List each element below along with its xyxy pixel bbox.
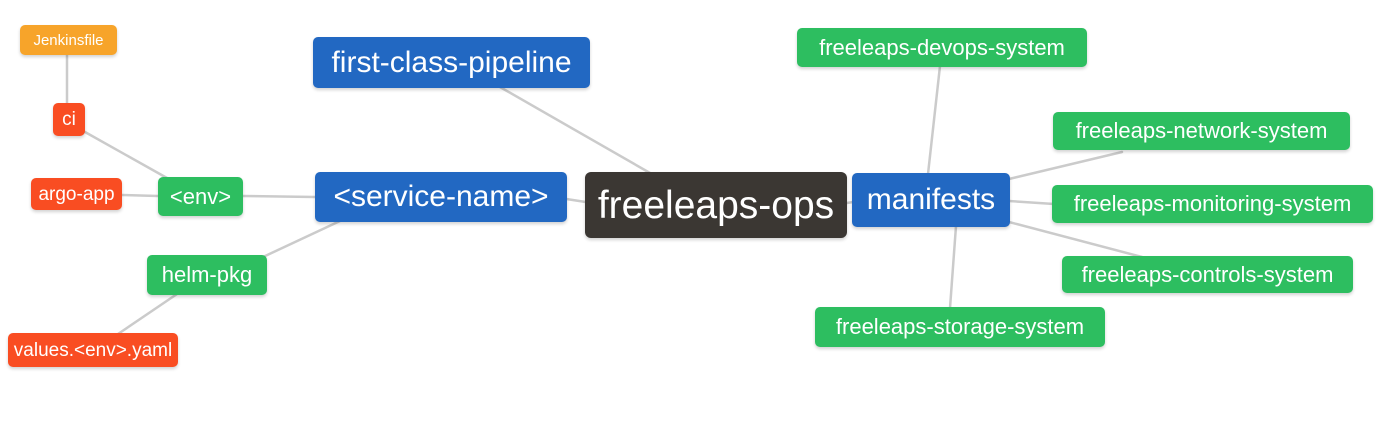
node-freeleaps-controls-system[interactable]: freeleaps-controls-system: [1062, 256, 1353, 293]
node-service-name[interactable]: <service-name>: [315, 172, 567, 222]
edge-helmpkg-values: [116, 292, 179, 336]
node-first-class-pipeline[interactable]: first-class-pipeline: [313, 37, 590, 88]
edge-manifests-network: [1007, 150, 1124, 181]
edge-servicename-helmpkg: [261, 219, 342, 259]
edge-argoapp-env: [120, 193, 160, 198]
edge-manifests-monitoring: [1007, 199, 1056, 206]
node-ci[interactable]: ci: [53, 103, 85, 136]
node-freeleaps-ops-root[interactable]: freeleaps-ops: [585, 172, 847, 238]
node-argo-app[interactable]: argo-app: [31, 178, 122, 210]
node-jenkinsfile[interactable]: Jenkinsfile: [20, 25, 117, 55]
edge-manifests-controls: [1007, 220, 1144, 259]
node-values-env-yaml[interactable]: values.<env>.yaml: [8, 333, 178, 367]
edge-env-servicename: [241, 194, 317, 199]
edge-manifests-storage: [948, 224, 958, 310]
node-manifests[interactable]: manifests: [852, 173, 1010, 227]
node-env[interactable]: <env>: [158, 177, 243, 216]
node-helm-pkg[interactable]: helm-pkg: [147, 255, 267, 295]
node-freeleaps-network-system[interactable]: freeleaps-network-system: [1053, 112, 1350, 150]
edge-manifests-devops: [926, 64, 942, 176]
edge-firstclass-root: [498, 85, 652, 175]
node-freeleaps-monitoring-system[interactable]: freeleaps-monitoring-system: [1052, 185, 1373, 223]
node-freeleaps-devops-system[interactable]: freeleaps-devops-system: [797, 28, 1087, 67]
edge-ci-env: [83, 130, 169, 180]
node-freeleaps-storage-system[interactable]: freeleaps-storage-system: [815, 307, 1105, 347]
